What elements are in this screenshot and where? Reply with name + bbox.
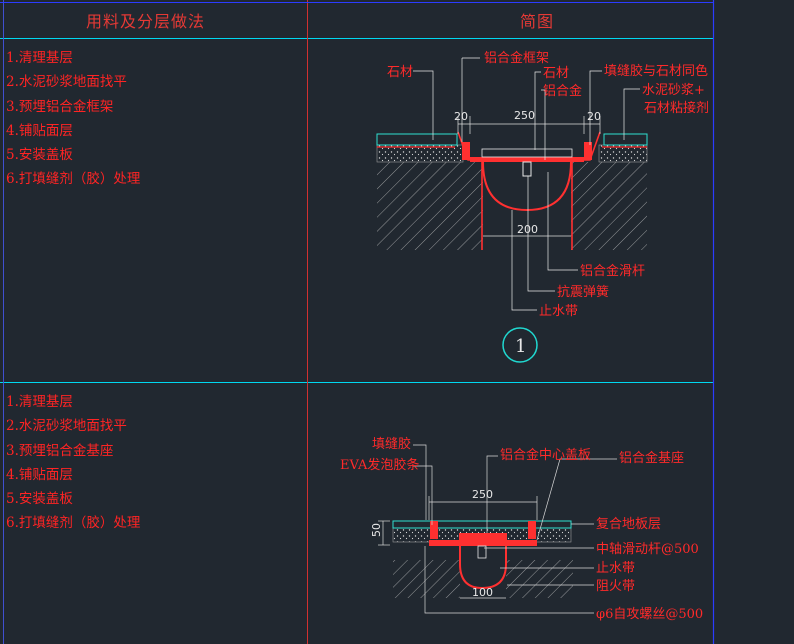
label-center-cover: 铝合金中心盖板	[500, 447, 591, 463]
step-item: 2.水泥砂浆地面找平	[6, 74, 127, 91]
stone-right	[603, 133, 648, 146]
label-aluminum: 铝合金	[543, 83, 582, 99]
dim-50: 50	[370, 523, 383, 537]
label-stone-left: 石材	[387, 65, 413, 80]
step-item: 3.预埋铝合金基座	[6, 442, 114, 459]
right-column-title: 简图	[520, 12, 555, 31]
step-item: 1.清理基层	[6, 50, 73, 66]
step-item: 3.预埋铝合金框架	[6, 98, 114, 115]
dim-100: 100	[472, 586, 493, 599]
label-mortar-plus: 水泥砂浆+	[642, 83, 705, 98]
label-composite-floor: 复合地板层	[596, 517, 661, 532]
label-fire-belt: 阻火带	[596, 579, 635, 594]
label-waterstop-2: 止水带	[596, 561, 635, 576]
base-seat	[429, 540, 537, 546]
dim-20-right: 20	[587, 110, 601, 123]
concrete-right	[571, 162, 647, 250]
label-slide-rod: 中轴滑动杆@500	[596, 542, 699, 557]
label-sealant-same-color: 填缝胶与石材同色	[604, 63, 708, 79]
step-item: 4.铺贴面层	[6, 122, 73, 139]
step-item: 1.清理基层	[6, 394, 73, 410]
frame-right	[584, 142, 592, 160]
dim-250: 250	[514, 109, 535, 122]
center-cover	[459, 533, 507, 541]
label-stone-adhesive: 石材粘接剂	[644, 100, 709, 116]
label-eva-strip: EVA发泡胶条	[340, 457, 419, 473]
label-waterstop: 止水带	[539, 304, 578, 319]
label-aluminum-frame: 铝合金框架	[484, 50, 549, 66]
step-item: 6.打填缝剂（胶）处理	[6, 171, 141, 188]
section2-steps: 1.清理基层 2.水泥砂浆地面找平 3.预埋铝合金基座 4.铺贴面层 5.安装盖…	[6, 390, 140, 536]
detail-badge	[502, 327, 538, 363]
detail-badge-number: 1	[515, 336, 526, 357]
floor-layer-2	[392, 520, 572, 529]
dim-20-left: 20	[454, 110, 468, 123]
step-item: 4.铺贴面层	[6, 466, 73, 483]
concrete-left-2	[393, 560, 460, 598]
frame-left	[462, 142, 470, 160]
dim-250-2: 250	[472, 488, 493, 501]
label-slide-bar: 铝合金滑杆	[580, 263, 645, 279]
label-spring: 抗震弹簧	[557, 284, 609, 300]
step-item: 6.打填缝剂（胶）处理	[6, 515, 141, 532]
label-base-seat: 铝合金基座	[619, 450, 684, 466]
concrete-left	[377, 162, 483, 250]
left-column-title: 用料及分层做法	[86, 12, 206, 31]
label-screw: φ6自攻螺丝@500	[596, 607, 703, 622]
dim-200: 200	[517, 223, 538, 236]
step-item: 5.安装盖板	[6, 491, 73, 508]
step-item: 2.水泥砂浆地面找平	[6, 418, 127, 435]
label-sealant: 填缝胶	[372, 436, 411, 452]
stone-left	[376, 133, 458, 146]
cover-plate	[470, 157, 584, 162]
section1-steps: 1.清理基层 2.水泥砂浆地面找平 3.预埋铝合金框架 4.铺贴面层 5.安装盖…	[6, 46, 140, 192]
step-item: 5.安装盖板	[6, 147, 73, 164]
label-stone-mid: 石材	[543, 66, 569, 81]
concrete-right-2	[506, 560, 573, 598]
